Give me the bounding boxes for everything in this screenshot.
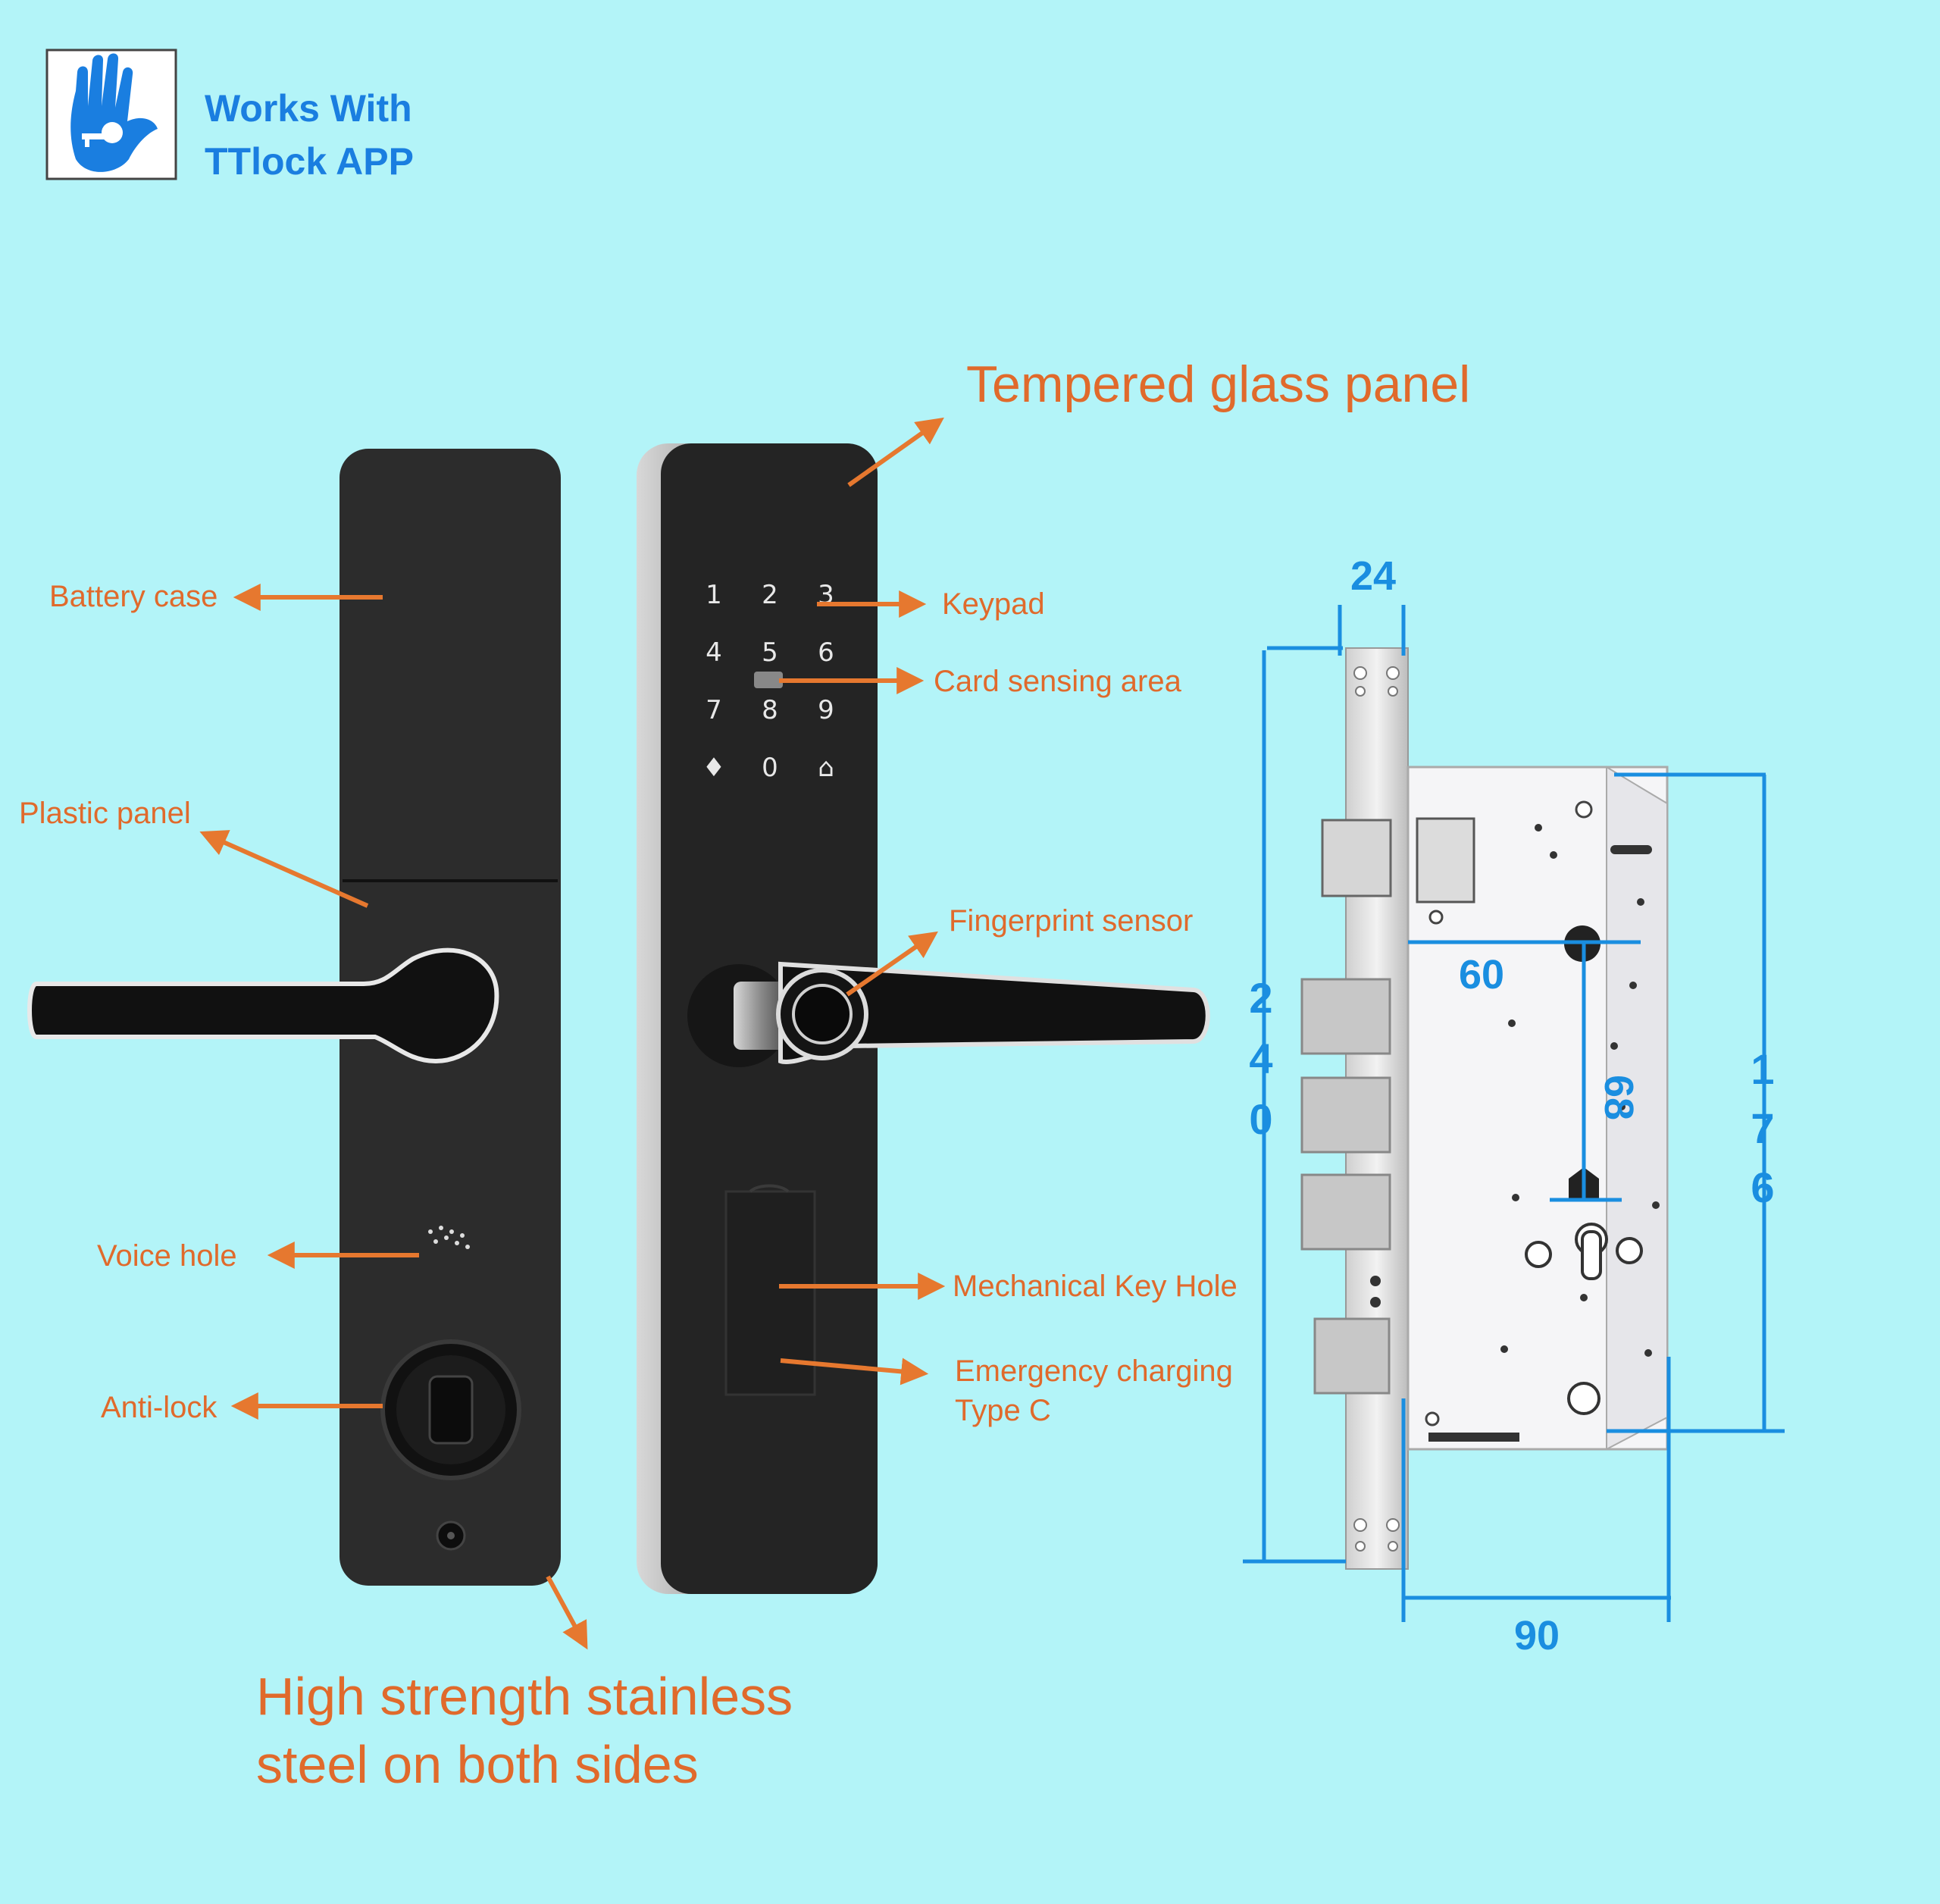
keypad-key: 8	[762, 695, 778, 725]
label-keypad: Keypad	[942, 587, 1045, 621]
dim-case-digit-2: 7	[1751, 1104, 1774, 1152]
badge-line-1: Works With	[205, 87, 412, 130]
dim-height-digit-3: 0	[1249, 1095, 1272, 1143]
label-steel-line-2: steel on both sides	[256, 1735, 699, 1794]
label-fingerprint: Fingerprint sensor	[949, 904, 1193, 938]
label-plastic-panel: Plastic panel	[19, 797, 191, 830]
keypad-key: 2	[762, 580, 778, 610]
label-steel-line-1: High strength stainless	[256, 1667, 793, 1726]
keypad-key: ⌂	[818, 753, 834, 783]
dim-height-digit-2: 4	[1249, 1035, 1272, 1082]
back-panel	[27, 449, 561, 1586]
dim-width-top: 24	[1350, 553, 1396, 599]
keypad-key: 1	[706, 580, 722, 610]
hand-key-icon	[70, 53, 158, 172]
speaker-grille-icon	[428, 1226, 470, 1249]
latch-bolt	[1321, 819, 1392, 897]
callout-labels: Tempered glass panel Battery case Keypad…	[19, 355, 1470, 1794]
app-badge: Works With TTlock APP	[45, 49, 414, 183]
keypad-key: 7	[706, 695, 722, 725]
keypad-key: 9	[818, 695, 834, 725]
keypad-key: 6	[818, 637, 834, 668]
keypad-key: 5	[762, 637, 778, 668]
dim-center-distance: 68	[1596, 1075, 1641, 1120]
label-card-sensing: Card sensing area	[934, 665, 1182, 698]
latch-mechanism	[1416, 817, 1475, 903]
dim-height-digit-1: 2	[1249, 974, 1272, 1022]
label-voice-hole: Voice hole	[97, 1239, 237, 1273]
dim-case-digit-1: 1	[1751, 1045, 1774, 1093]
label-emergency-charging-2: Type C	[955, 1394, 1051, 1427]
key-hole-cover	[724, 1184, 816, 1396]
label-anti-lock: Anti-lock	[101, 1391, 217, 1424]
front-handle	[687, 961, 1210, 1067]
deadbolt-2	[1300, 1076, 1391, 1154]
deadbolt-4	[1313, 1317, 1391, 1395]
deadbolt-1	[1300, 978, 1391, 1055]
anti-lock-knob	[380, 1339, 521, 1480]
dimension-labels: 24 2 4 0 1 7 6 60 68 90	[1249, 553, 1774, 1658]
back-handle	[27, 947, 499, 1064]
badge-line-2: TTlock APP	[205, 140, 414, 183]
label-battery-case: Battery case	[49, 580, 217, 613]
label-mechanical-key-hole: Mechanical Key Hole	[953, 1270, 1238, 1303]
keypad-key: 0	[762, 753, 778, 783]
mortise-lock	[1300, 647, 1669, 1570]
callout-arrows	[199, 417, 946, 1650]
label-emergency-charging-1: Emergency charging	[955, 1354, 1233, 1388]
screw-icon	[436, 1520, 466, 1551]
keypad-key: ♦	[702, 753, 725, 783]
dim-backset: 60	[1459, 952, 1504, 997]
keypad-key: 4	[706, 637, 722, 668]
deadbolt-3	[1300, 1173, 1391, 1251]
label-tempered-glass: Tempered glass panel	[966, 355, 1470, 413]
dimension-lines	[1243, 605, 1785, 1622]
card-reader-indicator	[754, 672, 783, 688]
dim-case-digit-3: 6	[1751, 1163, 1774, 1211]
dim-body-width: 90	[1514, 1613, 1560, 1658]
